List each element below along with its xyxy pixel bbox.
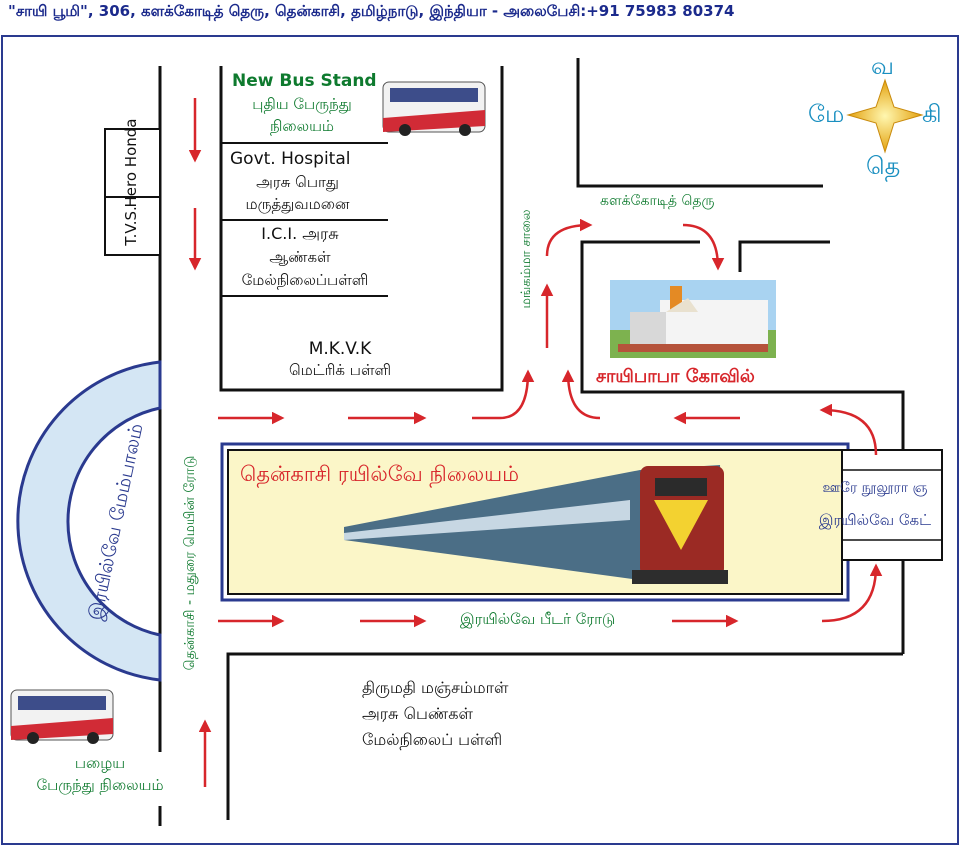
- arrow-curve-up-1: [472, 369, 535, 420]
- railway-gate-label-2: இரயில்வே கேட்: [818, 511, 932, 529]
- temple-image: [610, 280, 776, 358]
- womens-school-2: அரசு பெண்கள்: [362, 704, 473, 723]
- saibaba-temple-label: சாயிபாபா கோவில்: [596, 366, 755, 387]
- mangammal-road-label: மங்கம்மா சாலை: [519, 209, 534, 309]
- new-bus-stand-bus: [382, 81, 486, 136]
- compass-west: மே: [808, 100, 845, 128]
- north-east-block: [576, 58, 823, 188]
- railway-gate-box: [841, 449, 943, 561]
- main-road-label: தென்காசி - மதுரை மெயின் ரோடு: [182, 455, 198, 671]
- arrow-curve-temple: [561, 369, 601, 420]
- compass-south: தெ: [866, 152, 901, 180]
- address-header: "சாயி பூமி", 306, களக்கோடித் தெரு, தென்க…: [8, 2, 735, 20]
- flyover-arc: [16, 360, 162, 682]
- south-block: [226, 652, 903, 820]
- ici-school-2: ஆண்கள்: [269, 248, 331, 266]
- hero-honda-box: [104, 128, 161, 198]
- arrow-curve-gate-bottom: [821, 563, 883, 623]
- govt-hospital-tamil-1: அரசு பொது: [256, 173, 339, 191]
- railway-station-label: தென்காசி ரயில்வே நிலையம்: [240, 462, 520, 486]
- compass-north: வ: [871, 52, 894, 80]
- mkvk-school-2: மெட்ரிக் பள்ளி: [288, 361, 392, 379]
- old-bus-stand-label-1: பழைய: [74, 754, 126, 772]
- compass-star: [846, 78, 924, 154]
- tvs-label: T.V.S.: [122, 206, 140, 246]
- old-bus-stand-label-2: பேருந்து நிலையம்: [36, 776, 164, 794]
- railway-station-area: [227, 449, 843, 595]
- govt-hospital-label: Govt. Hospital: [230, 149, 351, 169]
- new-bus-stand-label: New Bus Stand: [232, 71, 377, 91]
- kalakkodi-street-label: களக்கோடித் தெரு: [600, 193, 715, 209]
- feeder-road-label: இரயில்வே பீடர் ரோடு: [460, 610, 616, 628]
- mkvk-school-1: M.K.V.K: [308, 339, 372, 359]
- old-bus-stand-bus: [10, 689, 114, 744]
- map-border: [1, 35, 959, 845]
- tvs-box: [104, 196, 161, 256]
- arrow-curve-gate-top: [819, 403, 878, 456]
- ici-school-3: மேல்நிலைப்பள்ளி: [241, 271, 369, 289]
- ici-school-1: I.C.I. அரசு: [261, 224, 339, 243]
- train-image: [344, 465, 728, 584]
- central-block: [219, 66, 504, 392]
- new-bus-stand-tamil-1: புதிய பேருந்து: [252, 95, 352, 113]
- railway-gate-label-1: ஊரே நூலூரா ஞ: [822, 480, 928, 496]
- arrow-curve-down: [682, 223, 725, 271]
- arrow-curve-up-2: [545, 218, 593, 257]
- womens-school-1: திருமதி மஞ்சம்மாள்: [362, 678, 509, 697]
- govt-hospital-tamil-2: மருத்துவமனை: [245, 195, 350, 213]
- new-bus-stand-tamil-2: நிலையம்: [270, 117, 334, 135]
- compass-east: கி: [922, 100, 942, 128]
- womens-school-3: மேல்நிலைப் பள்ளி: [362, 730, 503, 749]
